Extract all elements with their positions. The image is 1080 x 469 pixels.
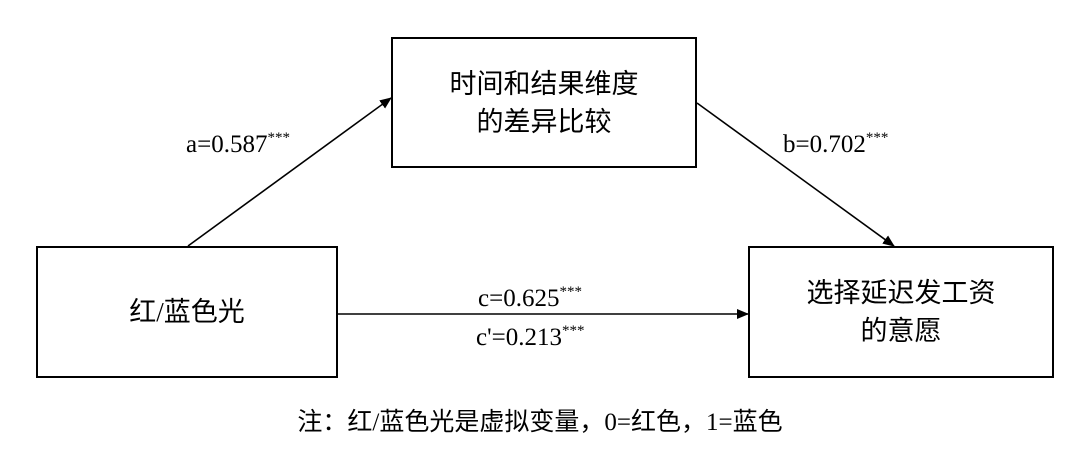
mediator-label-line1: 时间和结果维度: [449, 68, 639, 99]
path-c-coefficient: c=0.625***: [478, 284, 582, 314]
path-b-significance: ***: [865, 130, 889, 146]
path-a-significance: ***: [267, 130, 290, 146]
dependent-label-line1: 选择延迟发工资: [806, 278, 996, 308]
path-c-prime-coefficient: c'=0.213***: [476, 323, 584, 353]
path-a-coefficient: a=0.587***: [186, 130, 290, 160]
path-b-coefficient: b=0.702***: [783, 130, 888, 160]
path-c-significance: ***: [559, 284, 582, 300]
arrow-a: [187, 97, 392, 247]
arrow-b: [696, 102, 895, 247]
path-c-value: c=0.625: [478, 285, 560, 312]
dependent-variable-box: 选择延迟发工资 的意愿: [748, 246, 1054, 378]
path-c-prime-value: c'=0.213: [476, 324, 562, 351]
path-a-value: a=0.587: [186, 131, 268, 158]
figure-note: 注：红/蓝色光是虚拟变量，0=红色，1=蓝色: [297, 409, 783, 436]
mediator-label-line2: 的差异比较: [476, 106, 612, 137]
independent-variable-label: 红/蓝色光: [129, 297, 245, 327]
independent-variable-box: 红/蓝色光: [36, 246, 338, 378]
dependent-label-line2: 的意愿: [860, 316, 942, 346]
path-c-prime-significance: ***: [561, 323, 585, 339]
mediator-box: 时间和结果维度 的差异比较: [391, 37, 697, 168]
path-b-value: b=0.702: [783, 131, 866, 158]
